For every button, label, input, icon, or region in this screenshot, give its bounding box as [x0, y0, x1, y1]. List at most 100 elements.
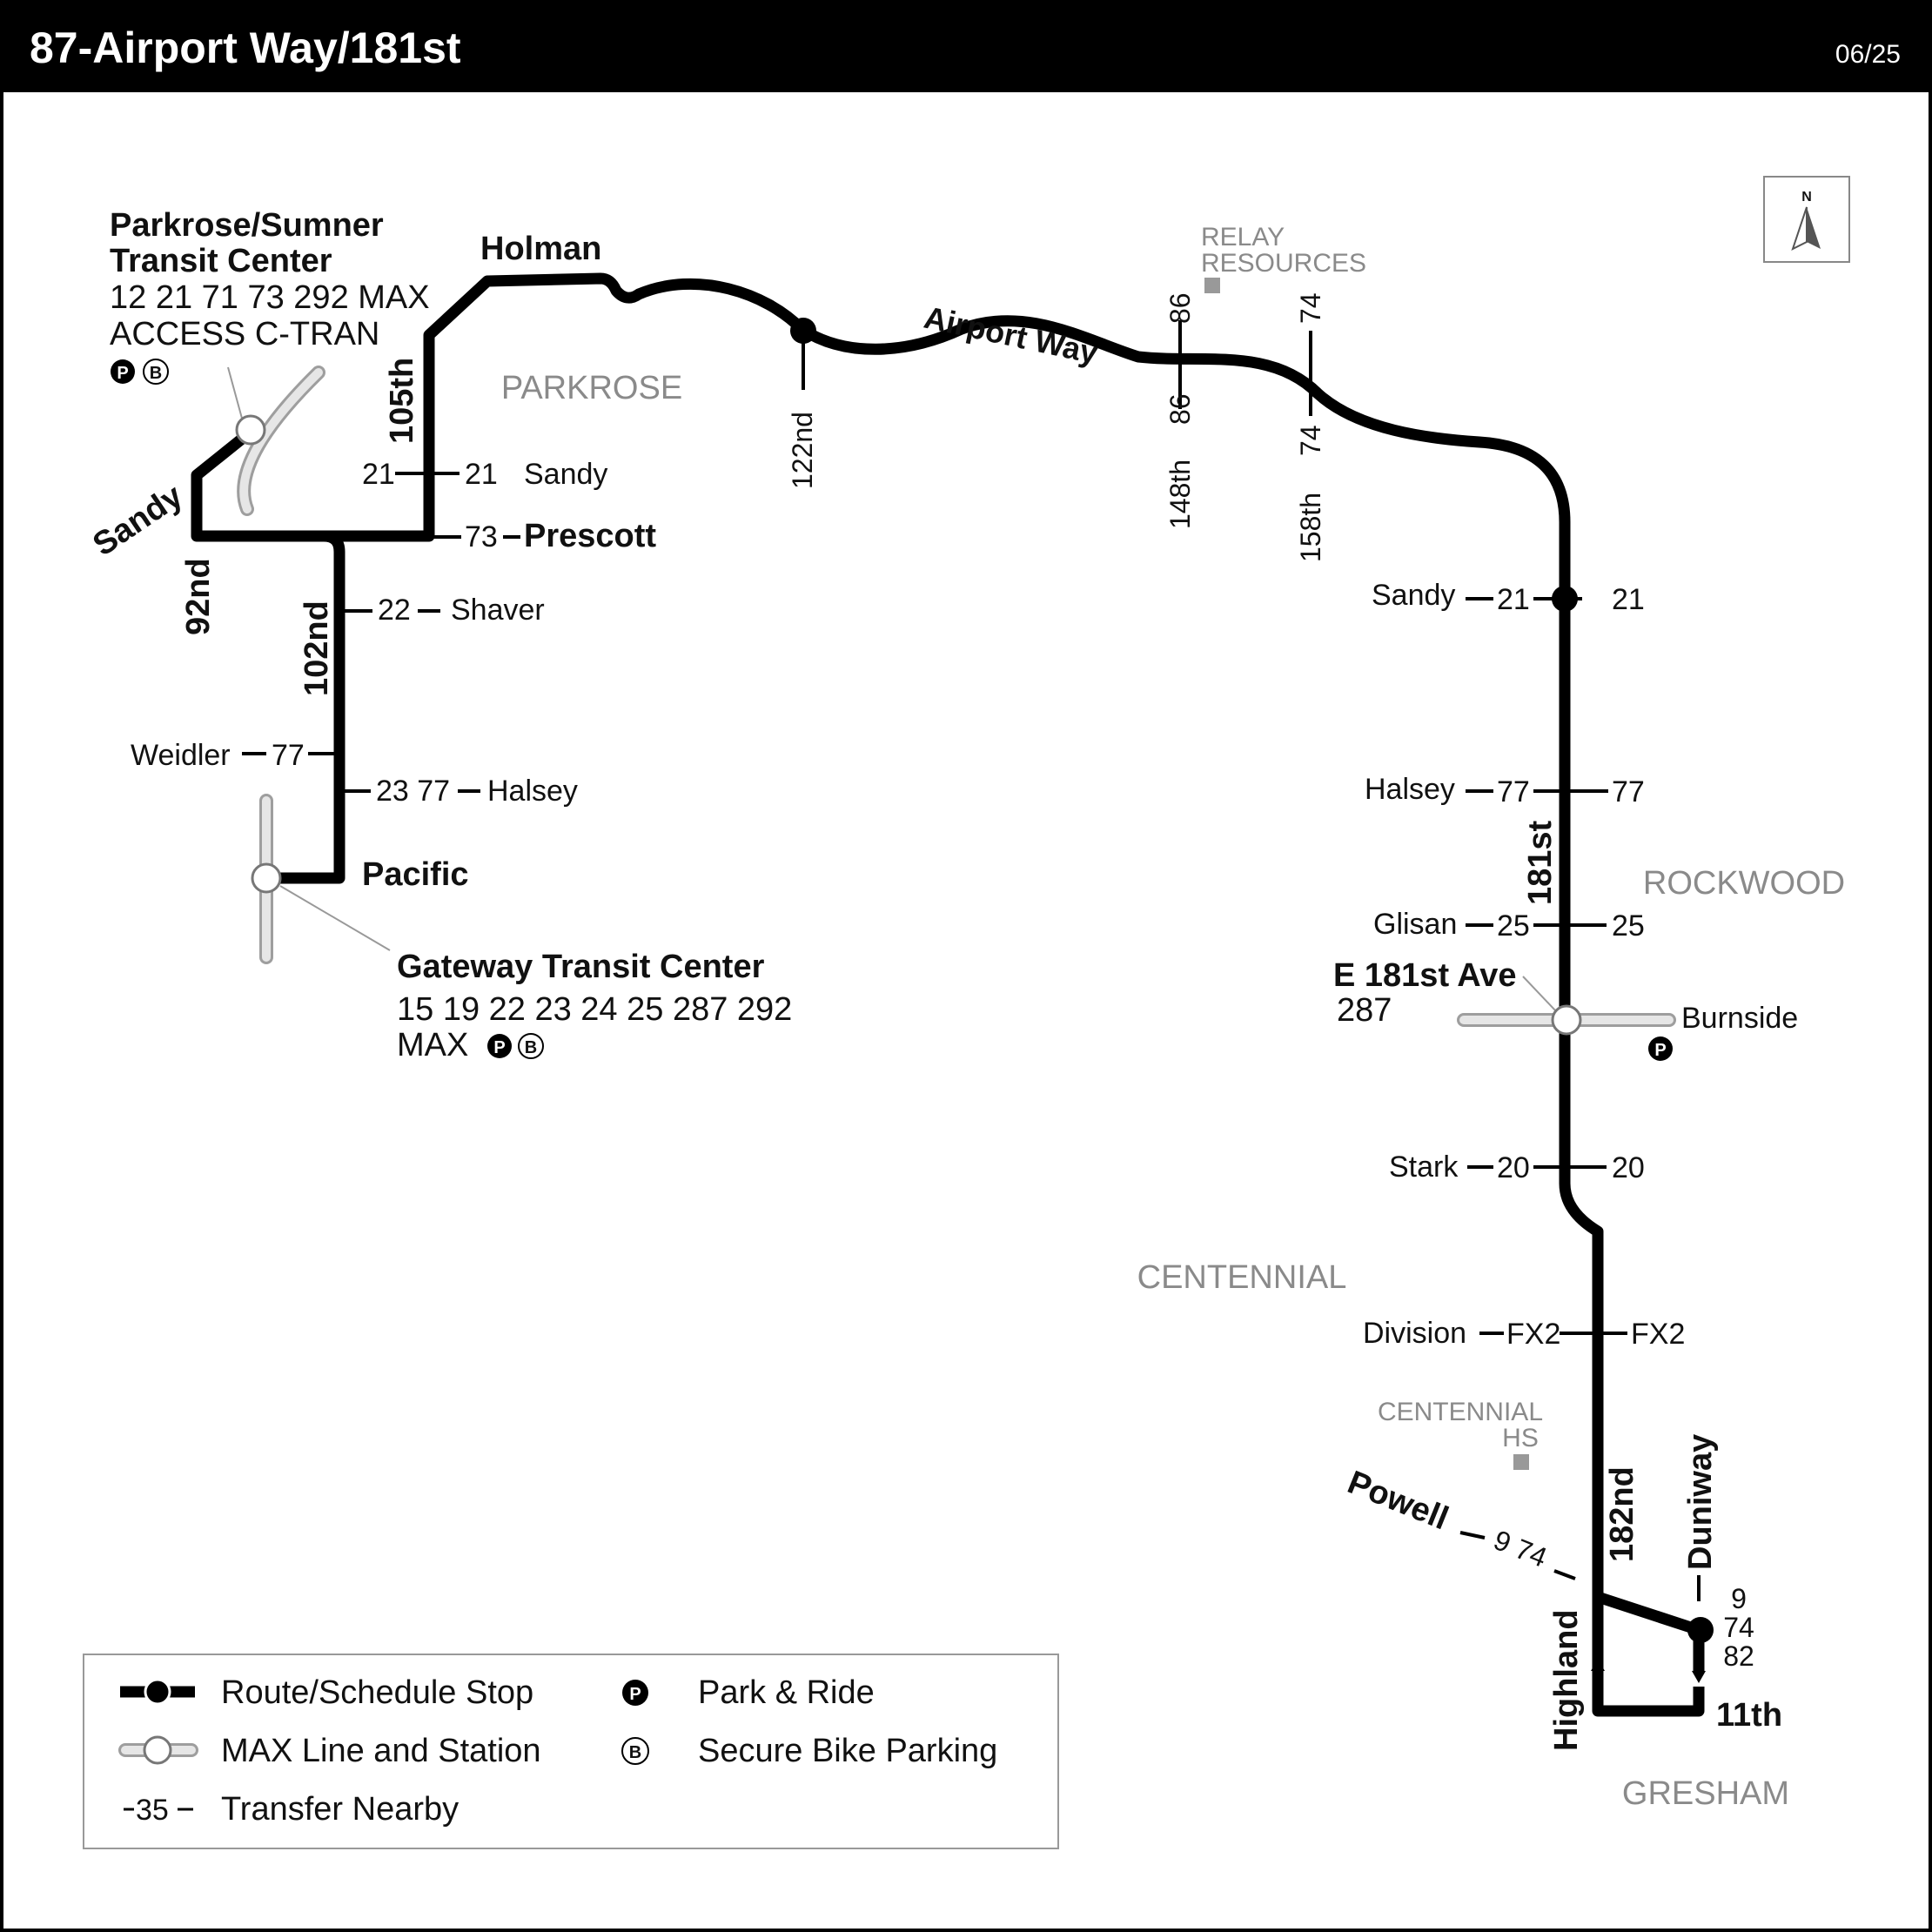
street-92nd: 92nd [180, 558, 217, 635]
transfer-label: 74 [1295, 292, 1326, 324]
street-148th: 148th [1164, 460, 1196, 529]
route-stop-icon [1687, 1617, 1714, 1643]
map-legend: Route/Schedule Stop MAX Line and Station… [83, 1654, 1059, 1849]
park-and-ride-icon: P [1648, 1036, 1673, 1061]
transfer-label: 25 [1497, 909, 1530, 943]
direction-arrow-icon [1692, 1671, 1706, 1683]
park-and-ride-icon: P [487, 1034, 512, 1058]
street-division: Division [1363, 1317, 1466, 1350]
transfer-label: 22 [378, 594, 411, 627]
park-and-ride-icon: P [622, 1680, 648, 1706]
gateway-tc-routes: 15 19 22 23 24 25 287 292 [397, 991, 792, 1028]
landmark-marker [1204, 278, 1220, 293]
park-and-ride-icon: P [111, 359, 135, 384]
neighborhood-rockwood: ROCKWOOD [1643, 865, 1845, 902]
transfer-label: 74 [1295, 425, 1326, 456]
street-11th: 11th [1716, 1697, 1782, 1734]
legend-bike-label: Secure Bike Parking [698, 1733, 997, 1769]
transfer-label: 77 [1612, 775, 1645, 808]
parkrose-tc-routes: ACCESS C-TRAN [110, 316, 379, 352]
gateway-tc-name: Gateway Transit Center [397, 949, 765, 985]
callout-leader [227, 366, 245, 426]
max-station-icon [1551, 1004, 1582, 1036]
landmark-relay-label: RELAY [1201, 223, 1285, 252]
transfer-label: 20 [1612, 1151, 1645, 1184]
transfer-label: 86 [1164, 292, 1196, 324]
street-stark: Stark [1389, 1150, 1459, 1184]
transfer-label: 21 [1497, 583, 1530, 616]
street-sandy-inline: Sandy [524, 458, 607, 491]
street-weidler: Weidler [131, 739, 231, 772]
route-87-powell-segment [1595, 1591, 1701, 1636]
neighborhood-gresham: GRESHAM [1622, 1775, 1789, 1812]
street-102nd: 102nd [299, 600, 335, 696]
callout-leader [279, 885, 391, 951]
street-105th: 105th [384, 358, 420, 444]
max-station-icon [143, 1735, 172, 1765]
svg-text:P: P [117, 364, 128, 383]
route-87-line [191, 272, 1604, 1647]
street-182nd: 182nd [1604, 1466, 1640, 1562]
transfer-label: 73 [465, 520, 498, 553]
direction-arrow-icon [1591, 1659, 1605, 1671]
legend-route-stop-label: Route/Schedule Stop [221, 1674, 533, 1711]
street-highland: Highland [1548, 1609, 1585, 1751]
svg-text:P: P [493, 1038, 505, 1057]
transfer-ticks [242, 320, 1701, 1601]
transfer-label: 77 [272, 739, 305, 772]
street-halsey-west: Halsey [487, 775, 578, 808]
north-arrow-icon: N [1763, 176, 1850, 263]
transfer-label: 23 77 [376, 775, 450, 808]
transfer-label: 86 [1164, 393, 1196, 425]
header-bar [0, 0, 1932, 92]
route-stop-icon [790, 318, 816, 344]
transfer-label: 74 [1723, 1612, 1754, 1643]
gateway-tc-routes: MAX [397, 1027, 468, 1063]
landmark-relay-label: RESOURCES [1201, 249, 1366, 278]
street-halsey-east: Halsey [1365, 773, 1455, 806]
street-sandy-east: Sandy [1372, 579, 1455, 612]
route-stop-icon [144, 1678, 171, 1706]
street-duniway: Duniway [1682, 1434, 1719, 1570]
svg-text:P: P [1654, 1041, 1666, 1060]
transfer-label: 20 [1497, 1151, 1530, 1184]
street-shaver: Shaver [451, 594, 545, 627]
street-158th: 158th [1295, 493, 1326, 562]
route-stop-icon [1552, 586, 1578, 612]
page-title: 87-Airport Way/181st [30, 23, 461, 72]
landmark-marker [1513, 1454, 1529, 1470]
transfer-label: FX2 [1631, 1318, 1685, 1351]
max-station-icon [235, 414, 266, 446]
secure-bike-parking-icon: B [143, 359, 169, 385]
landmark-centennial-hs-label: HS [1502, 1424, 1539, 1452]
street-holman: Holman [480, 231, 601, 267]
e181st-station-routes: 287 [1337, 992, 1392, 1029]
svg-text:B: B [525, 1038, 537, 1057]
transfer-label: 25 [1612, 909, 1645, 943]
e181st-station-name: E 181st Ave [1333, 957, 1517, 994]
neighborhood-centennial: CENTENNIAL [1137, 1259, 1347, 1296]
street-glisan: Glisan [1373, 908, 1457, 941]
legend-transfer-sample: 35 [136, 1794, 169, 1827]
street-pacific: Pacific [362, 856, 469, 893]
max-station-icon [251, 862, 282, 894]
secure-bike-parking-icon: B [621, 1737, 649, 1765]
transfer-label: 21 [362, 458, 395, 491]
transfer-label: 21 [1612, 583, 1645, 616]
landmark-centennial-hs-label: CENTENNIAL [1378, 1398, 1543, 1426]
transfer-label: 82 [1723, 1640, 1754, 1672]
neighborhood-parkrose: PARKROSE [501, 370, 682, 406]
legend-park-ride-label: Park & Ride [698, 1674, 875, 1711]
legend-max-label: MAX Line and Station [221, 1733, 541, 1769]
street-prescott: Prescott [524, 518, 656, 554]
street-burnside: Burnside [1681, 1002, 1798, 1035]
parkrose-tc-name: Parkrose/Sumner [110, 207, 384, 244]
svg-text:B: B [629, 1743, 641, 1762]
parkrose-tc-routes: 12 21 71 73 292 MAX [110, 279, 430, 316]
callout-leader [1522, 976, 1557, 1012]
transfer-label: 77 [1497, 775, 1530, 808]
street-181st: 181st [1522, 820, 1559, 905]
revision-date: 06/25 [1835, 40, 1901, 69]
